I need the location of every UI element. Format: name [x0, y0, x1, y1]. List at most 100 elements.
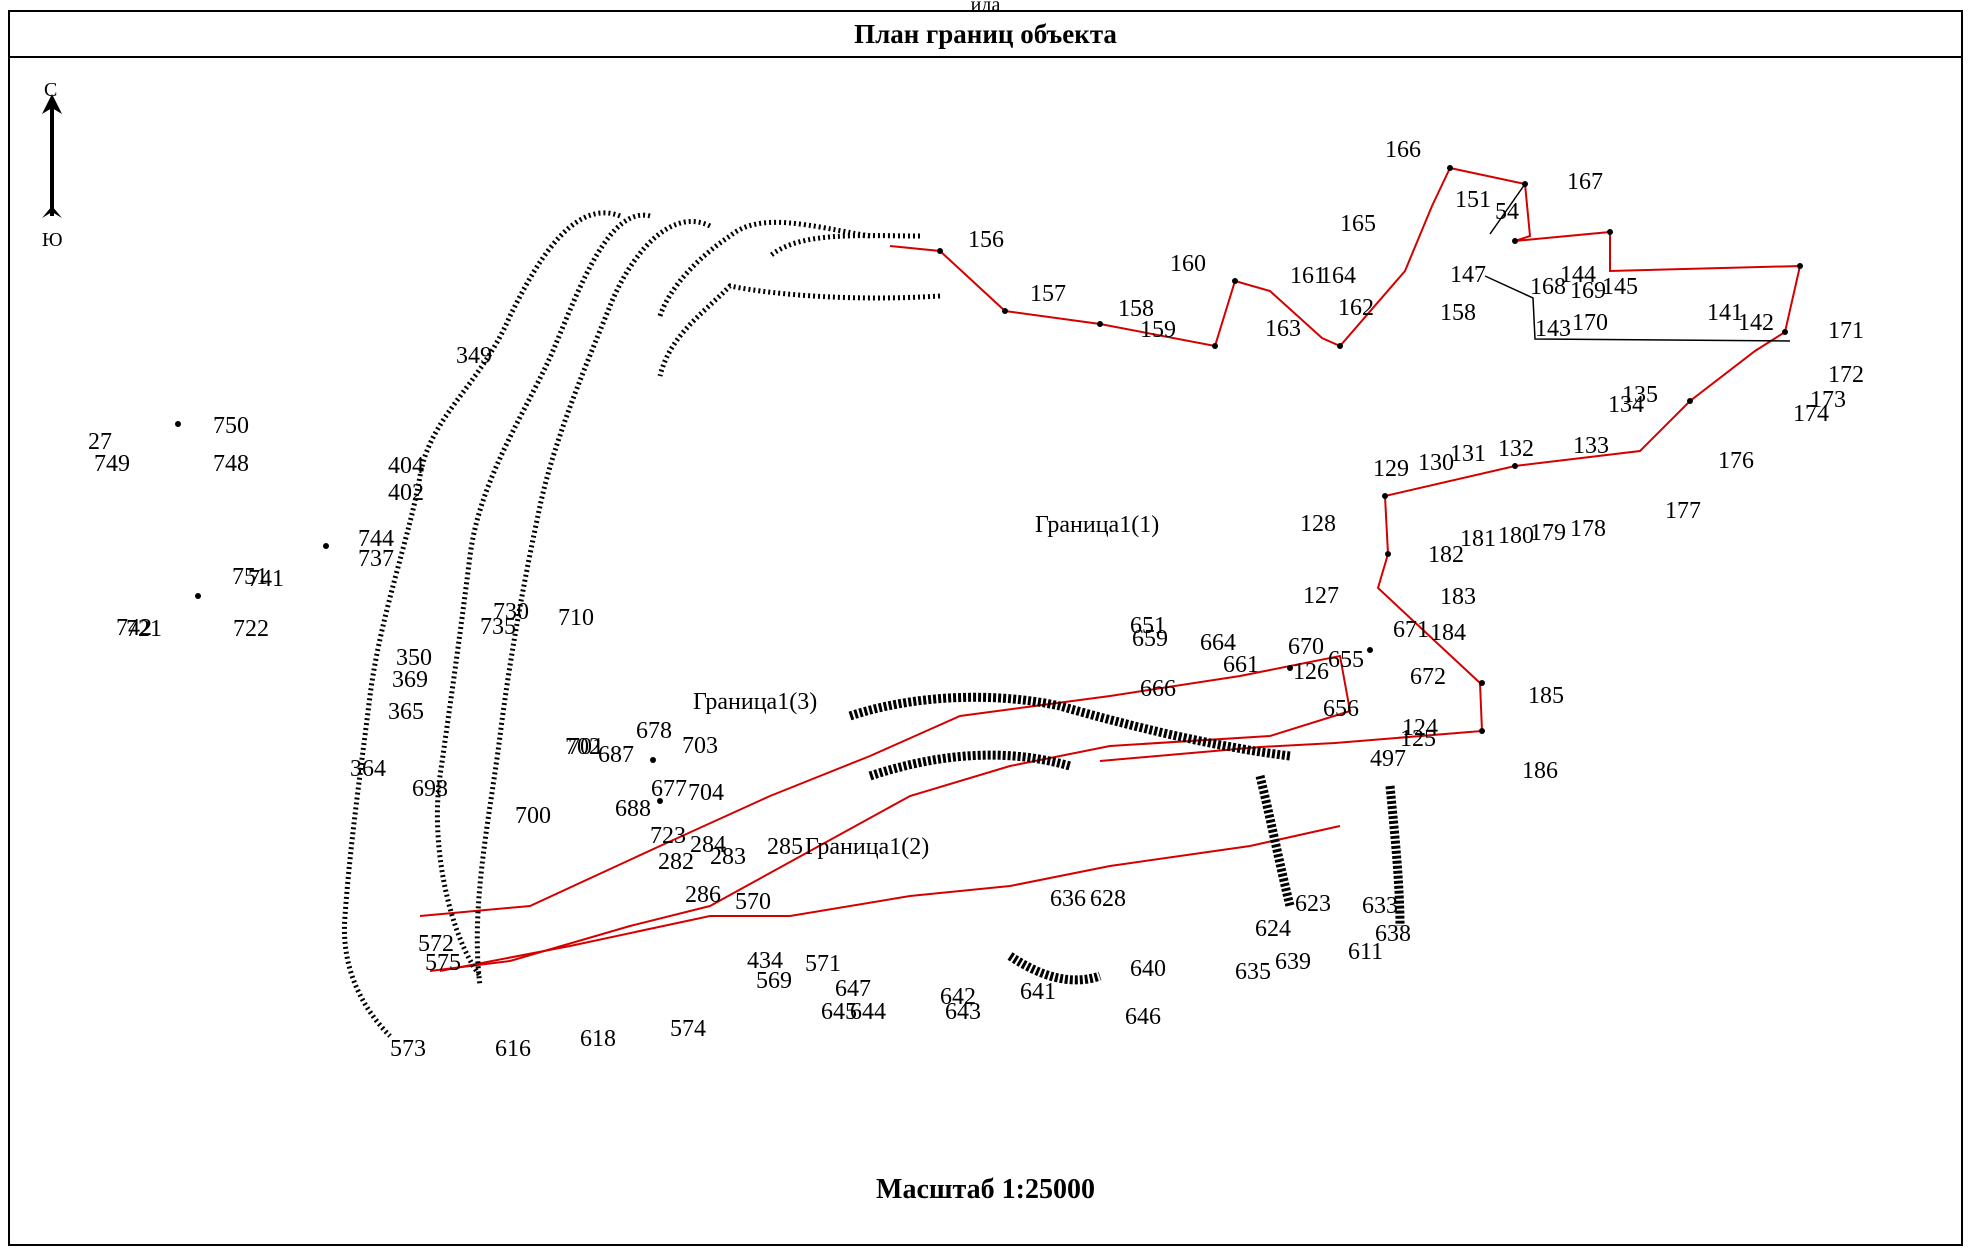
point-number-label: 147: [1450, 262, 1486, 288]
survey-point-marker: [1097, 321, 1103, 327]
point-number-label: 636: [1050, 886, 1086, 912]
point-number-label: 286: [685, 882, 721, 908]
point-number-label: 158: [1118, 296, 1154, 322]
point-number-label: 159: [1140, 317, 1176, 343]
boundary-line-1-1-north: [889, 167, 1451, 348]
point-number-label: 677: [651, 776, 687, 802]
point-number-label: 54: [1495, 199, 1519, 225]
point-number-label: 750: [213, 413, 249, 439]
point-number-label: 744: [358, 526, 394, 552]
point-number-label: 364: [350, 756, 386, 782]
point-number-label: 672: [1410, 664, 1446, 690]
point-number-label: 151: [1455, 187, 1491, 213]
point-number-label: 184: [1430, 620, 1466, 646]
point-number-label: 132: [1498, 436, 1534, 462]
point-number-label: 742: [116, 615, 152, 641]
point-number-label: 141: [1707, 300, 1743, 326]
point-number-label: 167: [1567, 169, 1603, 195]
north-arrow-icon: С Ю: [42, 79, 63, 251]
point-number-label: 639: [1275, 949, 1311, 975]
point-number-label: 616: [495, 1036, 531, 1062]
point-number-label: 687: [598, 742, 634, 768]
point-number-label: 165: [1340, 211, 1376, 237]
boundary-plan: С Ю: [42, 79, 1864, 1062]
point-number-label: 700: [515, 803, 551, 829]
point-number-label: 710: [558, 605, 594, 631]
survey-point-marker: [1382, 493, 1388, 499]
point-number-label: 182: [1428, 542, 1464, 568]
drawing-frame: План границ объекта С Ю: [8, 10, 1963, 1246]
point-number-label: 124: [1402, 715, 1438, 741]
point-number-label: 129: [1373, 456, 1409, 482]
point-number-label: 573: [390, 1036, 426, 1062]
point-number-label: 618: [580, 1026, 616, 1052]
point-number-label: 643: [945, 999, 981, 1025]
page-header-fragment: ида: [8, 0, 1963, 10]
point-number-label: 623: [1295, 891, 1331, 917]
point-number-label: 169: [1570, 278, 1606, 304]
point-number-label: 125: [1400, 726, 1436, 752]
point-number-label: 157: [1030, 281, 1066, 307]
point-number-label: 143: [1535, 316, 1571, 342]
point-number-label: 659: [1132, 626, 1168, 652]
point-number-label: 698: [412, 776, 448, 802]
survey-point-marker: [1782, 329, 1788, 335]
boundary-line-1-2-south: [439, 825, 1341, 972]
point-number-label: 180: [1498, 523, 1534, 549]
point-number-label: 703: [682, 733, 718, 759]
zone-label-1-2: Граница1(2): [805, 834, 929, 860]
point-number-label: 350: [396, 645, 432, 671]
point-number-label: 130: [1418, 450, 1454, 476]
survey-point-marker: [657, 798, 663, 804]
point-number-label: 166: [1385, 137, 1421, 163]
point-number-label: 701: [568, 734, 604, 760]
survey-point-marker: [1287, 665, 1293, 671]
point-number-label: 434: [747, 948, 783, 974]
point-number-label: 655: [1328, 647, 1364, 673]
point-number-label: 704: [688, 780, 724, 806]
point-number-label: 664: [1200, 630, 1236, 656]
point-number-label: 574: [670, 1016, 706, 1042]
point-number-label: 646: [1125, 1004, 1161, 1030]
point-number-label: 158: [1440, 300, 1476, 326]
survey-point-marker: [175, 421, 181, 427]
point-number-label: 651: [1130, 613, 1166, 639]
page-title: План границ объекта: [10, 12, 1961, 58]
point-number-label: 283: [710, 844, 746, 870]
north-label: С: [44, 79, 57, 101]
central-point-band: [848, 692, 1405, 985]
point-number-label: 369: [392, 667, 428, 693]
point-number-label: 185: [1528, 683, 1564, 709]
point-number-label: 575: [425, 950, 461, 976]
point-number-label: 645: [821, 999, 857, 1025]
point-number-label: 624: [1255, 916, 1291, 942]
point-number-label: 666: [1140, 676, 1176, 702]
point-number-label: 671: [1393, 617, 1429, 643]
point-number-label: 656: [1323, 696, 1359, 722]
point-number-label: 702: [565, 734, 601, 760]
survey-point-marker: [1367, 647, 1373, 653]
point-number-label: 569: [756, 968, 792, 994]
point-number-label: 741: [248, 566, 284, 592]
survey-point-marker: [1479, 728, 1485, 734]
boundary-line-1-1: [1099, 167, 1802, 762]
point-number-label: 572: [418, 931, 454, 957]
survey-point-marker: [1385, 551, 1391, 557]
point-number-label: 176: [1718, 448, 1754, 474]
scale-label: Масштаб 1:25000: [876, 1174, 1095, 1205]
point-number-label: 735: [480, 614, 516, 640]
survey-point-marker: [1337, 343, 1343, 349]
survey-points: [175, 165, 1803, 804]
point-number-label: 142: [1738, 310, 1774, 336]
survey-point-marker: [1607, 229, 1613, 235]
survey-point-marker: [1002, 308, 1008, 314]
point-number-label: 127: [1303, 583, 1339, 609]
point-number-label: 722: [233, 616, 269, 642]
point-number-label: 135: [1622, 382, 1658, 408]
point-number-label: 144: [1560, 262, 1596, 288]
point-number-label: 688: [615, 796, 651, 822]
point-number-label: 644: [850, 999, 886, 1025]
survey-point-marker: [650, 757, 656, 763]
point-number-label: 641: [1020, 979, 1056, 1005]
point-number-label: 160: [1170, 251, 1206, 277]
